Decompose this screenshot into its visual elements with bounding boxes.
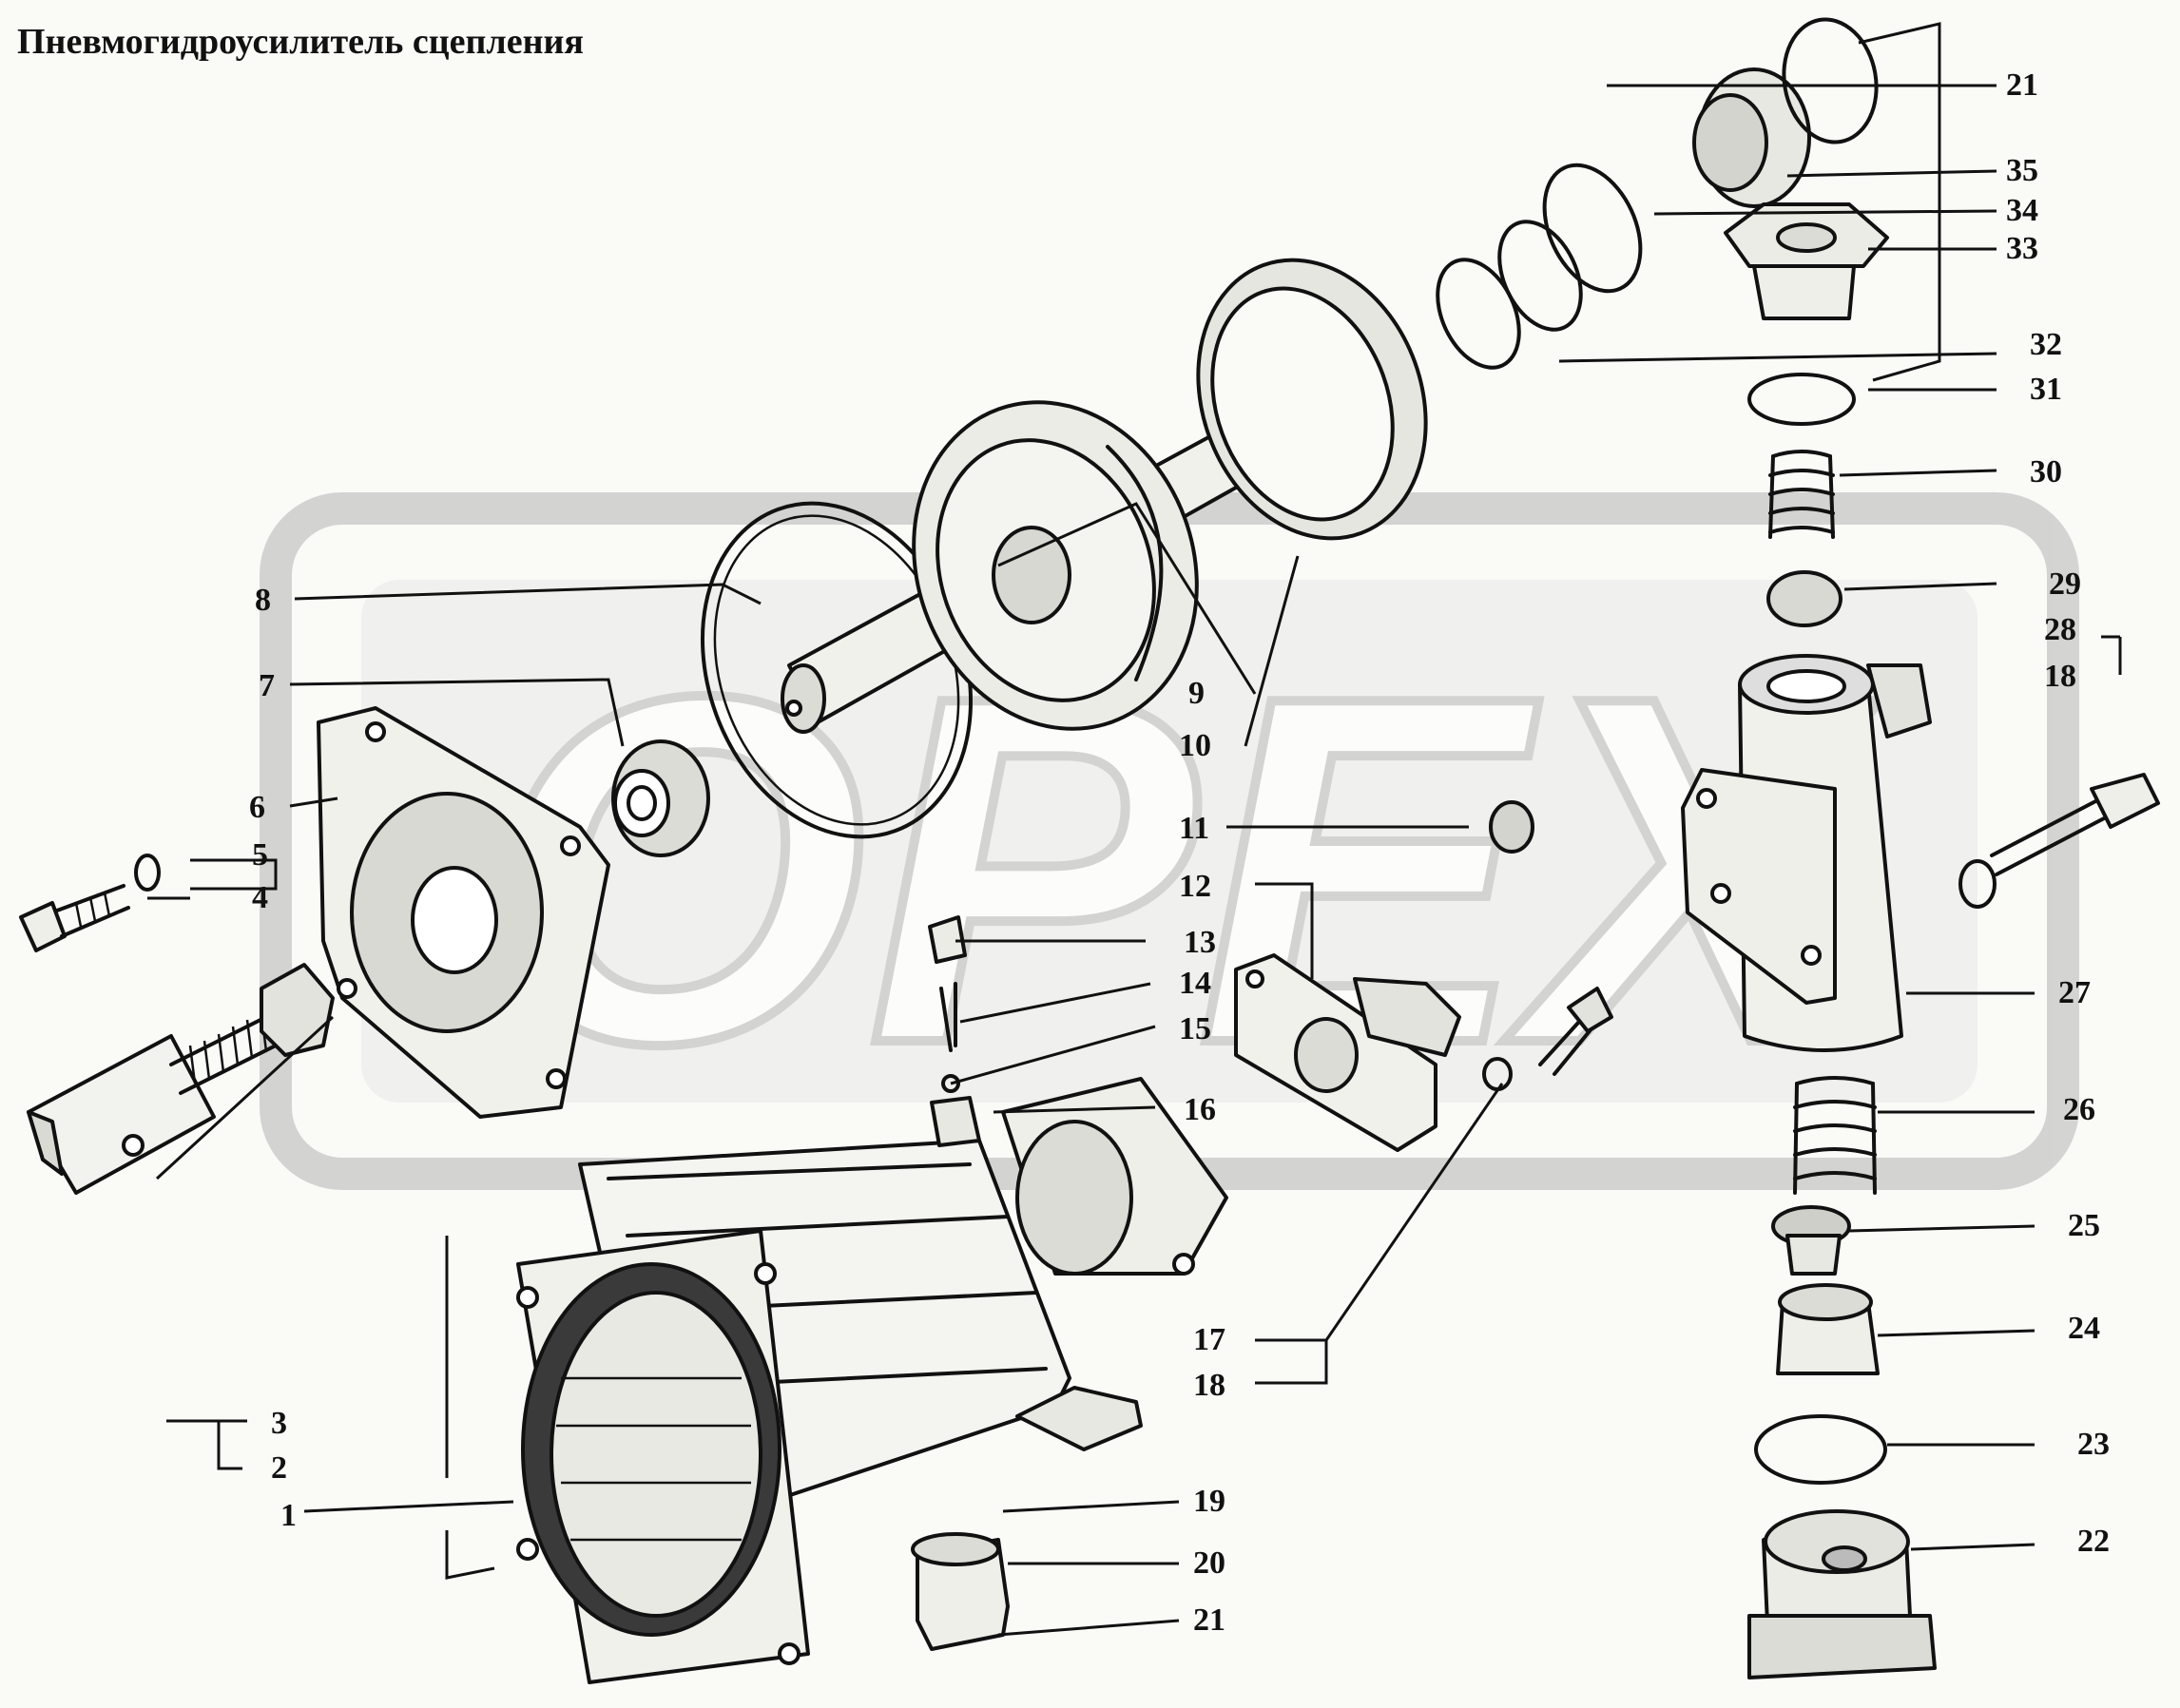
callout-4: 4: [252, 880, 268, 915]
part-flange-12: [1234, 953, 1461, 1152]
watermark-logo: OPEX: [260, 492, 2079, 1190]
watermark-text: OPEX: [483, 594, 1882, 1146]
part-plug-22: [1747, 1509, 1937, 1679]
part-cover: [317, 706, 610, 1119]
callout-20: 20: [1193, 1545, 1225, 1581]
part-cap-29: [1766, 570, 1842, 627]
part-small-rings-upper: [1436, 17, 1879, 370]
callout-21b: 21: [2006, 67, 2038, 103]
callout-17: 17: [1193, 1322, 1225, 1357]
part-valve-body: [1681, 654, 1932, 1052]
callout-12: 12: [1179, 869, 1211, 904]
callout-15: 15: [1179, 1011, 1211, 1046]
callout-2: 2: [271, 1450, 287, 1486]
callout-23: 23: [2077, 1427, 2110, 1462]
callout-9: 9: [1188, 676, 1205, 711]
part-cylinder-housing: [516, 1077, 1228, 1684]
callout-19: 19: [1193, 1484, 1225, 1519]
part-seal: [611, 739, 710, 857]
callout-13: 13: [1184, 925, 1216, 960]
part-plug-33: [1724, 202, 1889, 320]
callout-5: 5: [252, 837, 268, 873]
leader-lines: [147, 22, 2122, 1637]
callout-22: 22: [2077, 1524, 2110, 1559]
callout-7: 7: [259, 668, 275, 703]
callout-18a: 18: [1193, 1368, 1225, 1403]
part-spring-26: [1793, 1076, 1877, 1195]
part-washer-31: [1747, 373, 1856, 426]
callout-3: 3: [271, 1406, 287, 1441]
callout-labels: 1 2 3 4 5 6 7 8 9 10 11 12 13 14 15 16 1…: [249, 67, 2110, 1638]
callout-1: 1: [280, 1498, 297, 1533]
callout-31: 31: [2030, 372, 2062, 407]
part-small-13-16: [928, 915, 981, 1147]
part-ring-seal: [1196, 258, 1428, 541]
callout-27: 27: [2058, 975, 2091, 1010]
callout-34: 34: [2006, 193, 2038, 228]
callout-6: 6: [249, 790, 265, 825]
callout-30: 30: [2030, 454, 2062, 489]
callout-14: 14: [1179, 966, 1211, 1001]
callout-33: 33: [2006, 231, 2038, 266]
callout-32: 32: [2030, 327, 2062, 362]
callout-24: 24: [2068, 1311, 2100, 1346]
part-fork-assembly: [27, 963, 335, 1195]
part-bolt-right: [1958, 773, 2160, 909]
callout-10: 10: [1179, 728, 1211, 763]
callout-28: 28: [2044, 612, 2076, 647]
part-washer-23: [1754, 1414, 1887, 1485]
part-valve-24-25: [1771, 1205, 1880, 1375]
callout-16: 16: [1184, 1092, 1216, 1127]
diagram-title: Пневмогидроусилитель сцепления: [17, 22, 584, 62]
callout-29: 29: [2049, 566, 2081, 602]
callout-11: 11: [1179, 811, 1209, 846]
callout-18b: 18: [2044, 659, 2076, 694]
callout-35: 35: [2006, 153, 2038, 188]
callout-8: 8: [255, 583, 271, 618]
part-fitting-19-21: [911, 1532, 1010, 1651]
part-bolt-17-18: [1482, 987, 1613, 1091]
callout-25: 25: [2068, 1208, 2100, 1243]
part-spring-30: [1768, 450, 1835, 539]
part-small-ball-11: [1489, 800, 1534, 854]
part-bolt: [19, 854, 161, 952]
callout-26: 26: [2063, 1092, 2095, 1127]
callout-21a: 21: [1193, 1602, 1225, 1638]
